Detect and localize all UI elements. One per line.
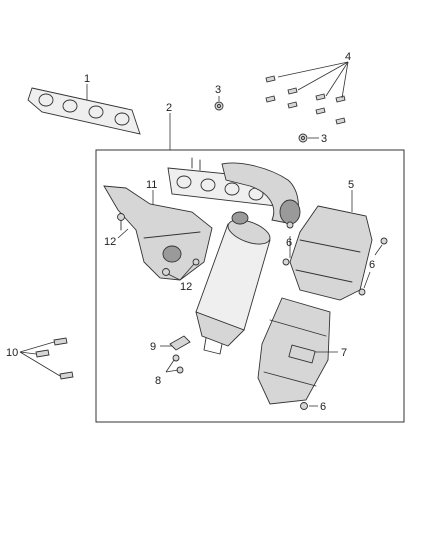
nut-right bbox=[298, 133, 308, 143]
converter-upper-heat-shield bbox=[289, 205, 373, 301]
bolt-6-bottom bbox=[300, 402, 308, 410]
callout-7: 7 bbox=[341, 347, 347, 359]
callout-3-upper: 3 bbox=[215, 84, 221, 96]
callout-10: 10 bbox=[6, 347, 18, 359]
callout-3-right: 3 bbox=[321, 133, 327, 145]
bolt-12-upper bbox=[117, 213, 125, 231]
bolt-6-right bbox=[358, 237, 388, 296]
callout-6-bottom: 6 bbox=[320, 401, 326, 413]
callout-6-left: 6 bbox=[286, 237, 292, 249]
callout-12-upper: 12 bbox=[104, 236, 116, 248]
studs-10 bbox=[35, 337, 74, 380]
catalytic-converter bbox=[195, 211, 271, 355]
callout-6-right: 6 bbox=[369, 259, 375, 271]
bolt-12-lower bbox=[162, 258, 200, 276]
upper-heat-shield bbox=[103, 185, 213, 281]
callout-4: 4 bbox=[345, 51, 351, 63]
bracket bbox=[169, 335, 191, 351]
bolt-8 bbox=[172, 354, 184, 374]
callout-1: 1 bbox=[84, 73, 90, 85]
assembly-frame bbox=[95, 149, 405, 423]
callout-11: 11 bbox=[146, 179, 157, 191]
nut-upper bbox=[214, 101, 224, 111]
callout-8: 8 bbox=[155, 375, 161, 387]
callout-5: 5 bbox=[348, 179, 354, 191]
callout-2: 2 bbox=[166, 102, 172, 114]
bolt-6-left bbox=[282, 221, 294, 266]
exhaust-manifold bbox=[167, 157, 301, 225]
callout-9: 9 bbox=[150, 341, 156, 353]
manifold-gasket bbox=[27, 87, 141, 135]
studs-group bbox=[265, 75, 346, 125]
callout-12-lower: 12 bbox=[180, 281, 192, 293]
converter-lower-heat-shield bbox=[257, 297, 331, 405]
